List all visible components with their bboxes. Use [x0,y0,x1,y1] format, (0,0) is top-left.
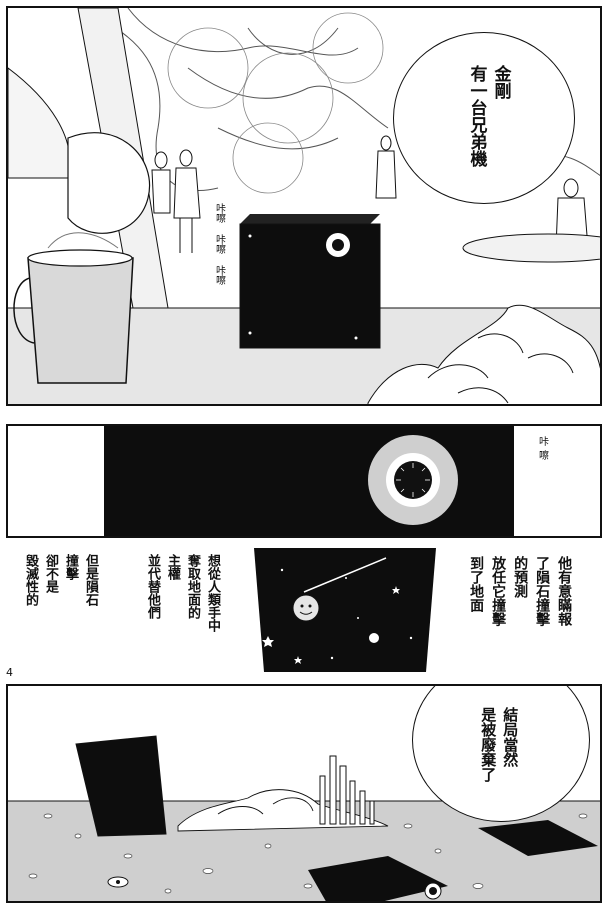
sfx-click-4: 咔 [536,436,548,446]
caption-right-line-5: 到了地面 [468,556,485,612]
sfx-click-1: 咔嚓 [213,203,225,223]
panel-2: 咔 嚓 [6,424,602,538]
caption-left-line-2: 撞擊 [62,554,78,580]
caption-left-line-3: 卻不是 [42,554,58,593]
panel-4: 結局當然 是被廢棄了 [6,684,602,903]
caption-right-line-1: 他有意瞞報 [556,556,573,626]
speech-bubble: 金剛 有一台兄弟機 [393,32,575,204]
caption-middle-line-2: 奪取地面的 [184,554,200,619]
bubble-2-line-2: 是被廢棄了 [479,707,498,782]
sfx-click-2: 咔嚓 [213,234,225,254]
caption-right-line-2: 了隕石撞擊 [534,556,551,626]
caption-right: 他有意瞞報 了隕石撞擊 的預測 放任它撞擊 到了地面 [436,550,586,662]
page-number: 4 [6,666,13,679]
caption-right-line-3: 的預測 [512,556,529,598]
caption-right-line-4: 放任它撞擊 [490,556,507,626]
caption-left: 但是隕石 撞擊 卻不是 毀滅性的 [6,550,111,666]
sfx-click-5: 嚓 [536,450,548,460]
panel-3: 他有意瞞報 了隕石撞擊 的預測 放任它撞擊 到了地面 想從人類手中 奪取地面的 … [6,548,602,672]
bubble-2-line-1: 結局當然 [501,707,520,767]
panel-1: 咔嚓 咔嚓 咔嚓 金剛 有一台兄弟機 [6,6,602,406]
bubble-line-1: 金剛 [490,65,511,99]
caption-middle-line-4: 並代替他們 [144,554,160,619]
caption-middle-line-3: 主權 [164,554,180,580]
speech-bubble-2: 結局當然 是被廢棄了 [412,686,590,822]
caption-middle: 想從人類手中 奪取地面的 主權 並代替他們 [126,550,251,666]
caption-left-line-4: 毀滅性的 [22,554,38,606]
caption-middle-line-1: 想從人類手中 [204,554,220,632]
sfx-click-3: 咔嚓 [213,265,225,285]
panel-2-art [8,426,600,536]
bubble-line-2: 有一台兄弟機 [466,65,487,167]
caption-left-line-1: 但是隕石 [82,554,98,606]
